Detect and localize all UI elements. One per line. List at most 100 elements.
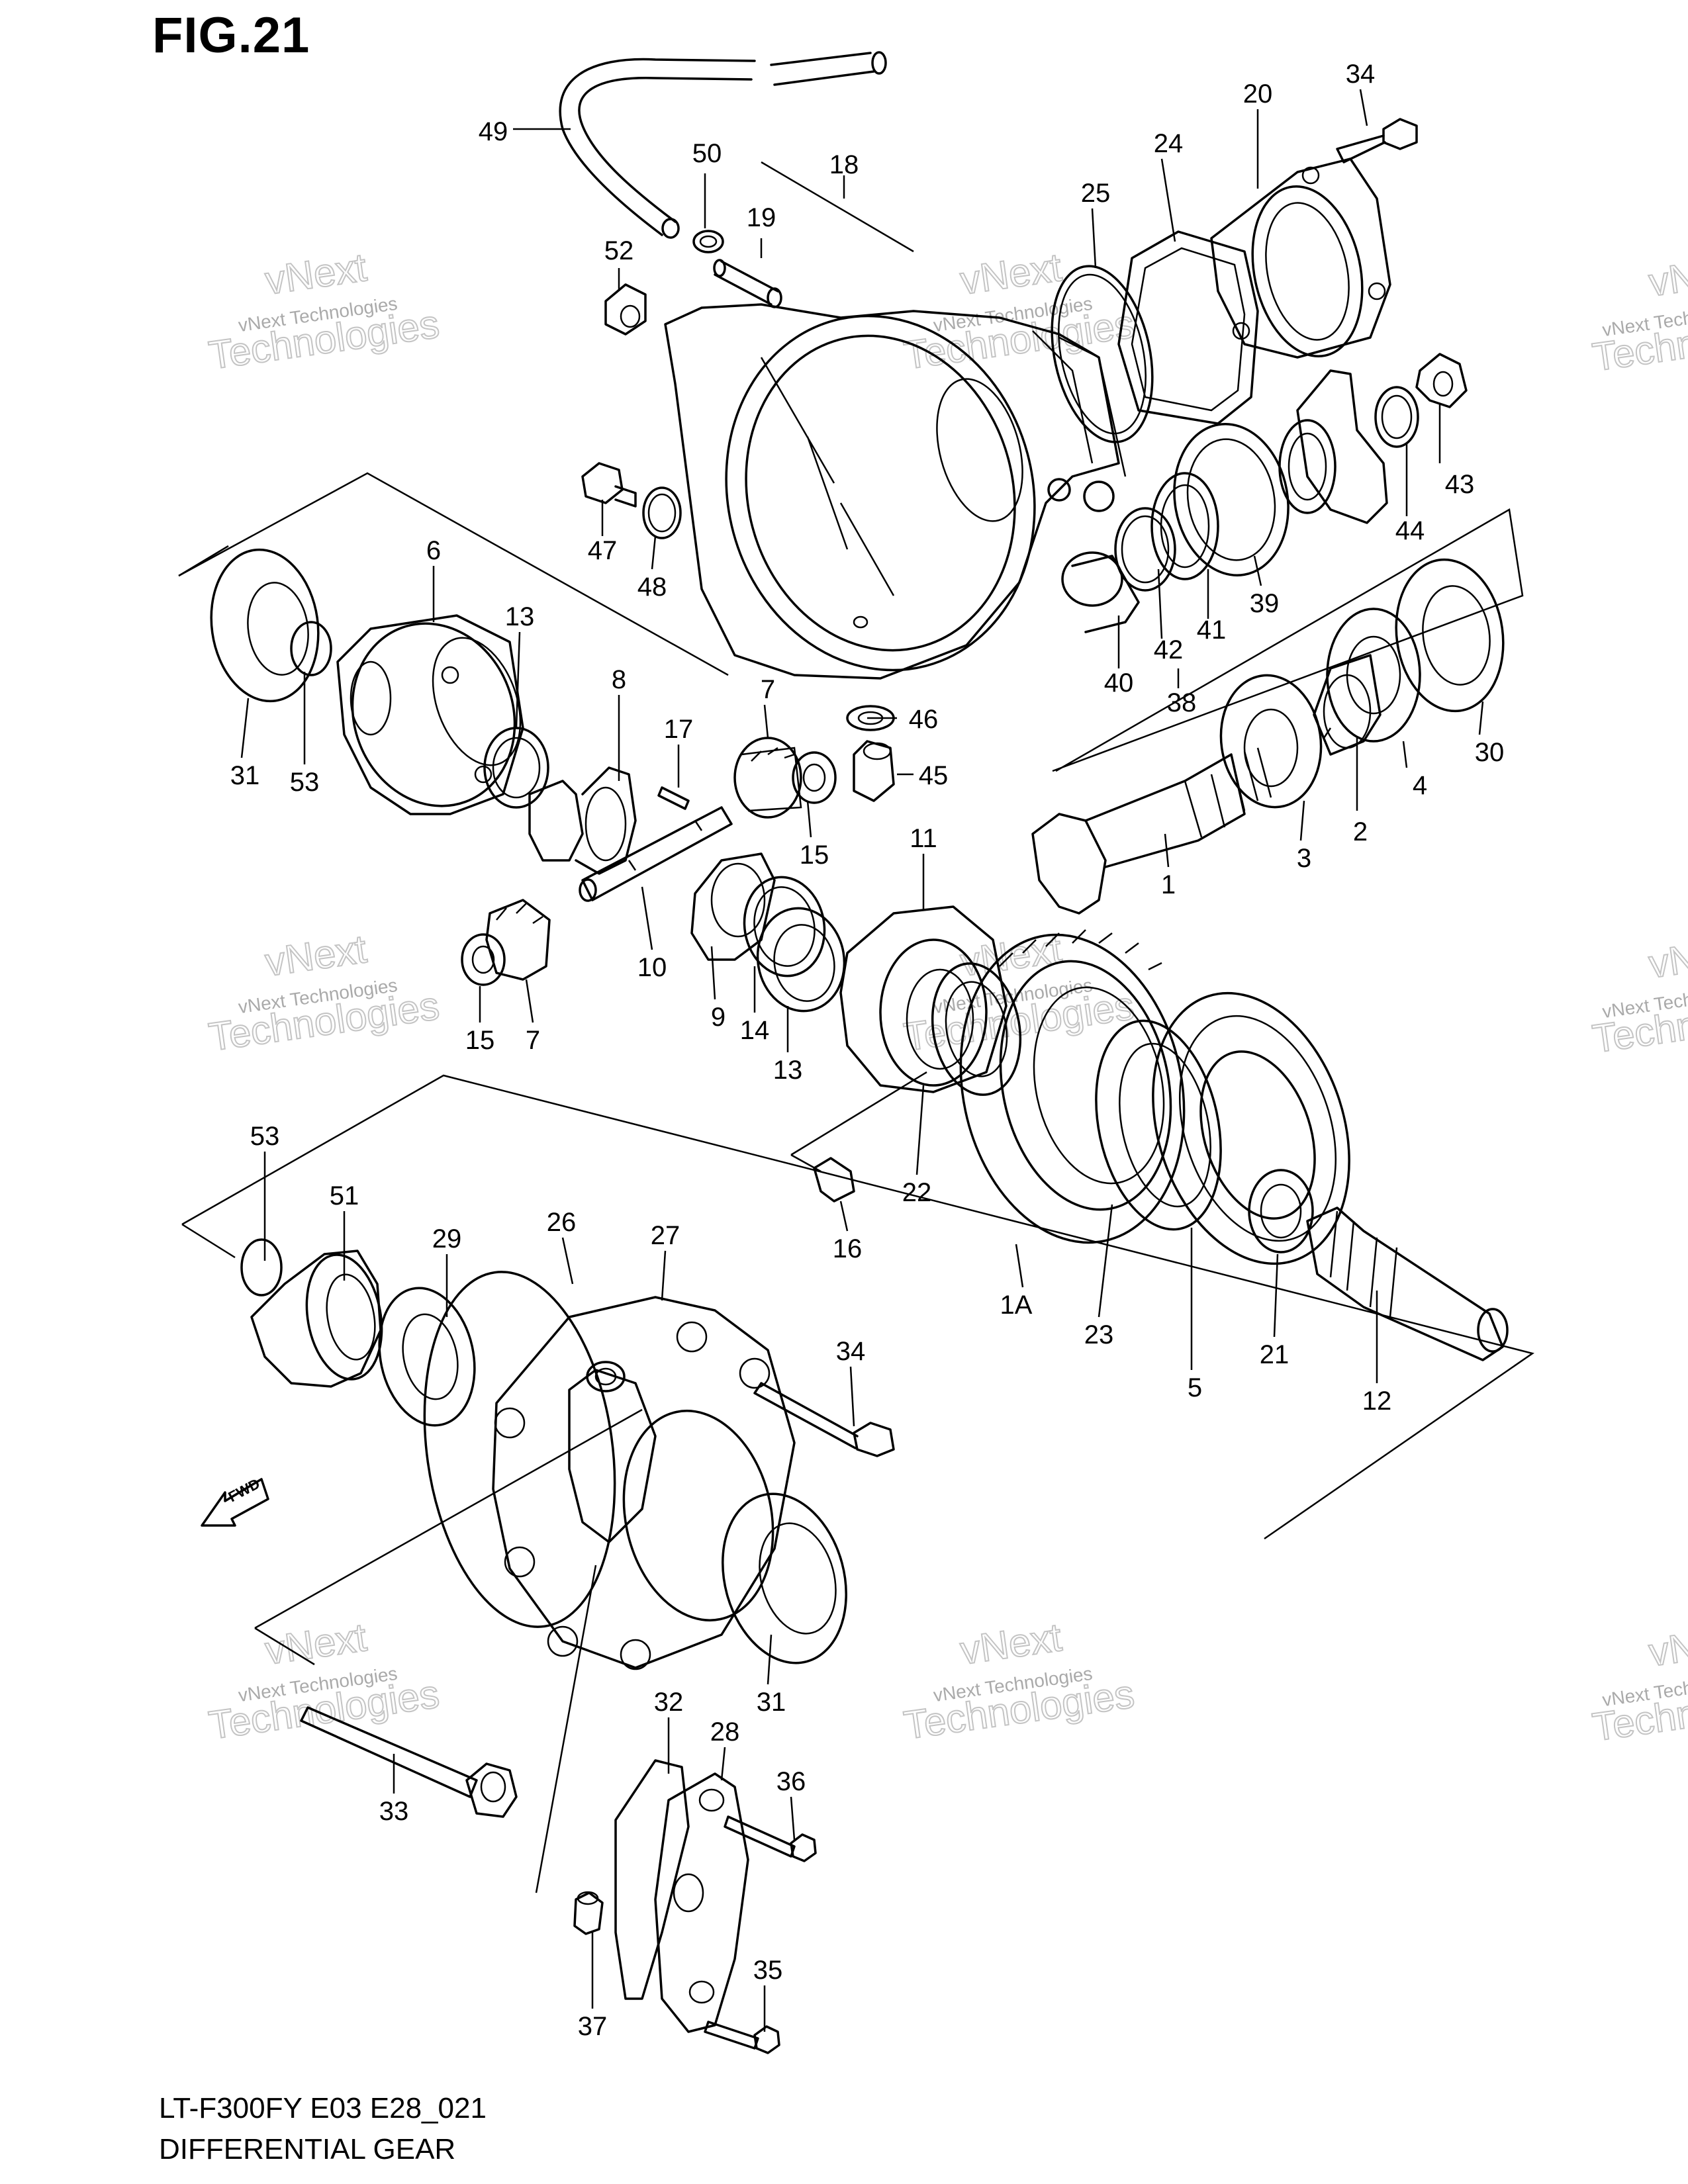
- callout-28: 28: [710, 1717, 740, 1747]
- callout-25: 25: [1081, 179, 1111, 208]
- snap-ring-lower: [240, 1238, 283, 1297]
- cover-plate-28: [654, 1772, 749, 2033]
- cover-bolt: [1336, 118, 1418, 163]
- callout-33: 33: [379, 1797, 409, 1826]
- forward-arrow-icon: FWD: [201, 1475, 269, 1527]
- callout-21: 21: [1260, 1340, 1289, 1369]
- callout-4: 4: [1413, 771, 1427, 800]
- callout-52: 52: [604, 236, 634, 265]
- callout-27: 27: [651, 1221, 680, 1250]
- case-gasket-26: [423, 1271, 616, 1628]
- thrust-washer-lower: [461, 933, 506, 986]
- watermark-9: vNext Technologies vNext Technologies: [1589, 1616, 1688, 1751]
- watermark-6: vNext Technologies vNext Technologies: [1589, 928, 1688, 1062]
- case-bolt-34-lower: [753, 1382, 895, 1457]
- model-code: LT-F300FY E03 E28_021: [159, 2092, 487, 2124]
- callout-53-lower: 53: [250, 1122, 280, 1151]
- pinion-shaft: [579, 806, 733, 902]
- callout-20: 20: [1243, 79, 1273, 109]
- hose-clamp: [692, 230, 724, 253]
- watermark-1: vNext Technologies vNext Technologies: [205, 244, 442, 379]
- callout-36: 36: [776, 1767, 806, 1796]
- side-gear-washer-right: [743, 876, 826, 978]
- callout-47: 47: [588, 536, 618, 565]
- callout-30: 31: [230, 761, 260, 790]
- diff-pinion-gear-upper: [733, 737, 802, 819]
- callout-17: 16: [833, 1234, 863, 1263]
- svg-text:vNext: vNext: [263, 1615, 370, 1673]
- o-ring: [1051, 265, 1154, 443]
- watermark-2: vNext Technologies vNext Technologies: [900, 244, 1137, 379]
- callout-3: 3: [1297, 844, 1311, 873]
- figure-caption: DIFFERENTIAL GEAR: [159, 2133, 456, 2165]
- output-hub-bearing: [1152, 991, 1350, 1265]
- callout-7-upper: 7: [761, 675, 775, 704]
- callout-42: 42: [1154, 635, 1184, 664]
- pinion-sleeve: [1061, 551, 1140, 633]
- case-gasket: [1117, 230, 1259, 425]
- left-side-bearing: [210, 548, 320, 703]
- output-cover: [1210, 158, 1391, 359]
- svg-text:vNext: vNext: [263, 245, 370, 303]
- svg-text:vNext: vNext: [958, 245, 1065, 303]
- svg-text:vNext: vNext: [1646, 929, 1688, 987]
- watermark-4: vNext Technologies vNext Technologies: [205, 926, 442, 1060]
- callout-34-top: 34: [1346, 60, 1376, 89]
- callout-13-top: 13: [505, 602, 535, 631]
- callout-labels: 49 50 18 19 52 20 34 24 25 47 48 43 44 3…: [230, 60, 1505, 2041]
- callout-18: 18: [829, 150, 859, 179]
- breather-pin: [713, 259, 782, 308]
- callout-34-lower: 34: [836, 1337, 866, 1366]
- differential-case: [336, 614, 524, 815]
- pinion-front-bearing: [1219, 674, 1323, 809]
- callout-19: 19: [747, 203, 776, 232]
- callout-15-lower: 15: [465, 1026, 495, 1055]
- callout-44: 44: [1395, 516, 1425, 545]
- callout-1: 1: [1161, 870, 1176, 899]
- oil-seal: [1248, 1169, 1314, 1253]
- leader-lines: [240, 89, 1484, 2032]
- figure-title: FIG.21: [152, 7, 310, 64]
- callout-35: 35: [753, 1956, 783, 1985]
- callout-31-upper: 30: [1475, 738, 1505, 767]
- cover-gasket-32: [614, 1759, 690, 2000]
- callout-13-lower: 13: [773, 1056, 803, 1085]
- svg-text:vNext: vNext: [1646, 1617, 1688, 1675]
- long-bolt: [300, 1706, 518, 1818]
- output-shaft: [1306, 1206, 1509, 1361]
- drive-pinion: [1031, 747, 1272, 915]
- callout-23: 23: [1084, 1320, 1114, 1349]
- side-gear-right: [690, 852, 776, 961]
- callout-14: 14: [740, 1016, 770, 1045]
- group-brackets: [178, 161, 1534, 1893]
- breather-hose: [559, 51, 887, 239]
- collar-37: [573, 1891, 604, 1935]
- figure-footer: LT-F300FY E03 E28_021 DIFFERENTIAL GEAR: [159, 2088, 487, 2170]
- callout-48: 48: [637, 572, 667, 602]
- callout-2: 2: [1353, 817, 1368, 846]
- callout-9: 9: [711, 1003, 726, 1032]
- seal-51: [250, 1250, 383, 1388]
- bearing-outer-race: [1173, 423, 1289, 576]
- watermark-3: vNext Technologies vNext Technologies: [1589, 246, 1688, 381]
- callout-1A: 1A: [1000, 1291, 1033, 1320]
- callout-53-top: 53: [290, 768, 320, 797]
- svg-text:vNext: vNext: [1646, 247, 1688, 305]
- hub-bolt: [813, 1157, 855, 1203]
- callout-6: 6: [426, 536, 441, 565]
- ring-gear-spacer: [1095, 1019, 1222, 1231]
- cover-bolt-35: [704, 2021, 780, 2054]
- thrust-washer-upper: [792, 751, 837, 804]
- callout-37: 37: [578, 2012, 608, 2041]
- callout-41: 41: [1197, 615, 1227, 645]
- callout-8: 8: [612, 665, 626, 694]
- bevel-pinion-bearing: [1395, 558, 1505, 713]
- callout-43: 43: [1445, 470, 1475, 499]
- callout-31-lower: 31: [757, 1688, 786, 1717]
- filler-plug: [853, 740, 895, 802]
- svg-text:vNext: vNext: [263, 927, 370, 985]
- watermark-8: vNext Technologies vNext Technologies: [900, 1614, 1137, 1749]
- cover-bolt-36: [724, 1815, 817, 1862]
- lock-pin: [657, 786, 690, 810]
- callout-32: 32: [654, 1688, 684, 1717]
